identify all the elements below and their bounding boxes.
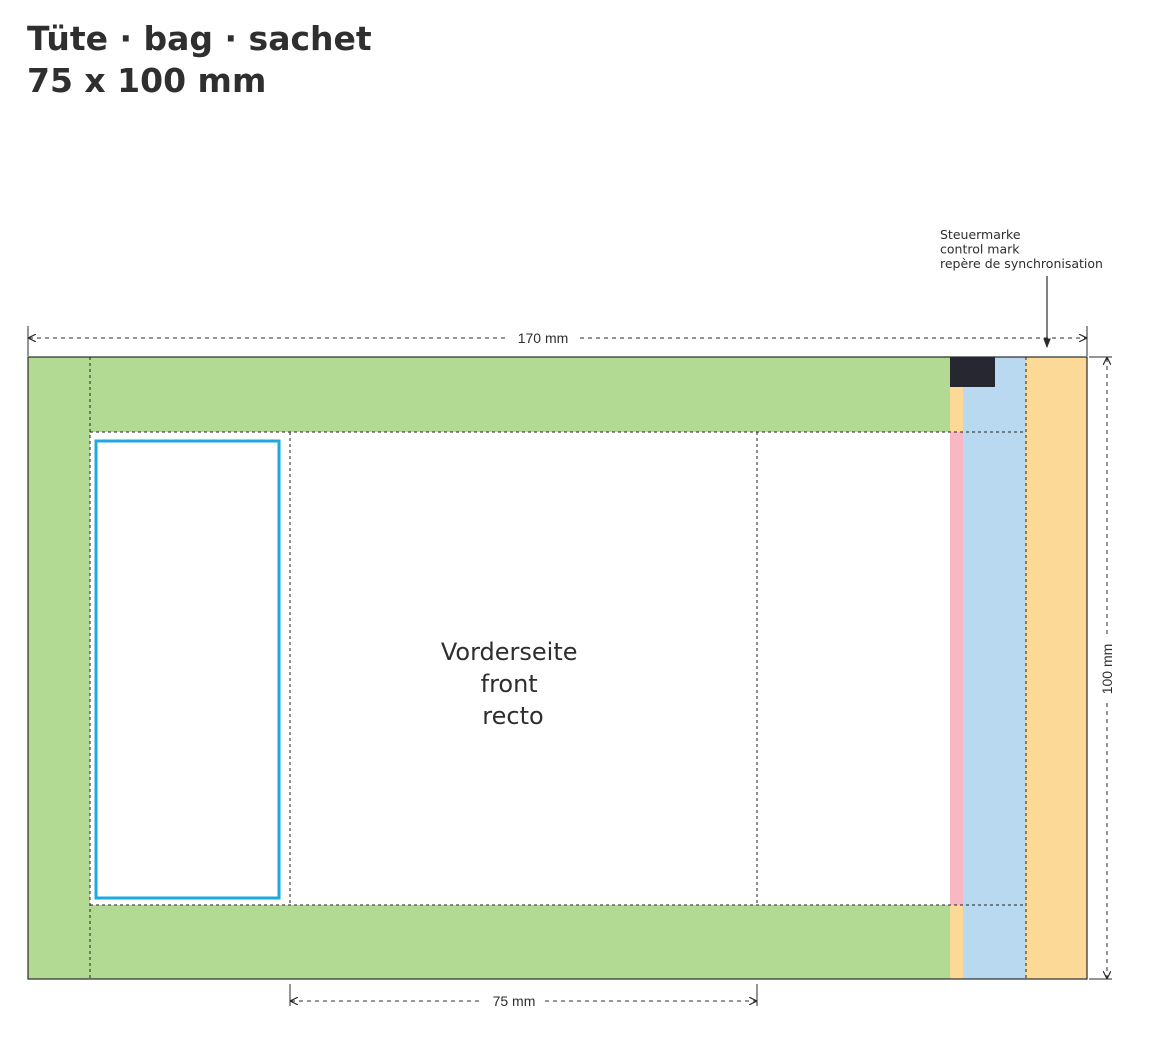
front-label-line-1: Vorderseite xyxy=(441,638,578,666)
glue-area-bottom xyxy=(90,905,950,979)
height-label: 100 mm xyxy=(1099,644,1115,695)
glue-area-left xyxy=(28,357,90,979)
title-line-1: Tüte · bag · sachet xyxy=(27,19,372,58)
front-label-line-3: recto xyxy=(482,702,543,730)
window-outline xyxy=(94,439,281,900)
diagram-title: Tüte · bag · sachet 75 x 100 mm xyxy=(27,18,372,102)
control-mark-line-2: control mark xyxy=(940,242,1020,257)
bleed-strip xyxy=(950,432,963,905)
front-width-label: 75 mm xyxy=(493,993,536,1009)
title-line-2: 75 x 100 mm xyxy=(27,61,267,100)
dimension-front-width: 75 mm xyxy=(289,984,758,1009)
fold-lines xyxy=(89,357,1027,979)
total-width-label: 170 mm xyxy=(518,330,569,346)
cut-strip-bottom xyxy=(950,905,963,979)
control-mark-line-1: Steuermarke xyxy=(940,227,1021,242)
dimension-height: 100 mm xyxy=(1089,356,1115,980)
control-mark-block xyxy=(950,357,995,387)
control-mark-label: Steuermarke control mark repère de synch… xyxy=(940,227,1103,271)
cut-strip-right xyxy=(1026,357,1087,979)
front-label: Vorderseite front recto xyxy=(441,638,585,730)
dimension-total-width: 170 mm xyxy=(27,326,1088,356)
glue-area-top xyxy=(90,357,950,432)
bag-outline xyxy=(27,356,1088,980)
front-label-line-2: front xyxy=(481,670,538,698)
control-mark-line-3: repère de synchronisation xyxy=(940,256,1103,271)
seal-strip xyxy=(963,357,1026,979)
